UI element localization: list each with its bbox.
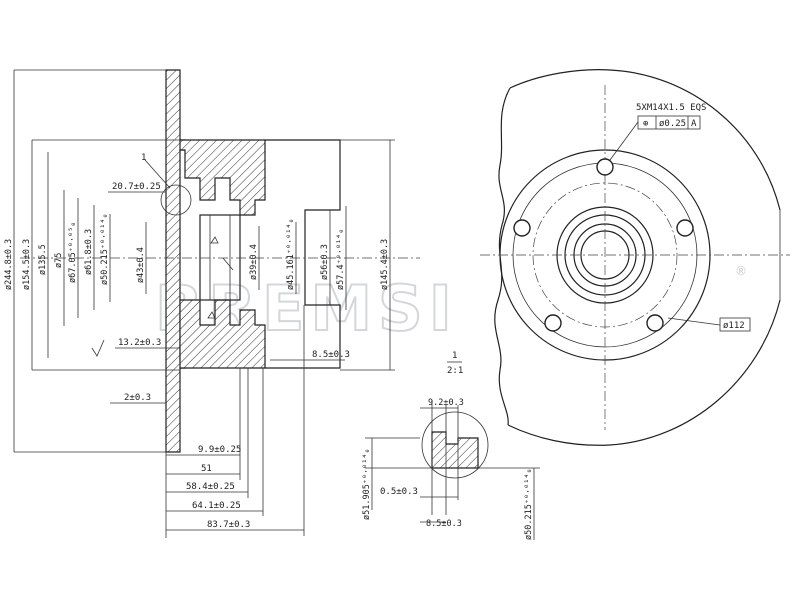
dim-d61-8: ø61.8±0.3: [84, 229, 94, 275]
dim-83-7: 83.7±0.3: [207, 520, 250, 530]
dim-51: 51: [201, 464, 212, 474]
dim-d50-215: ø50.215⁺⁰·⁰¹⁴₀: [100, 213, 110, 285]
dim-d145-4: ø145.4±0.3: [380, 239, 390, 290]
scale-numerator: 1: [452, 351, 457, 361]
dim-64-1: 64.1±0.25: [192, 501, 241, 511]
dim-d135-5: ø135.5: [38, 244, 48, 275]
dim-d67-05: ø67.05⁺⁰·⁰⁵₀: [68, 222, 78, 283]
bolt-hole-2: [676, 219, 694, 237]
dim-d56: ø56±0.3: [320, 244, 330, 280]
detail-dim-d50-215: ø50.215⁺⁰·⁰¹⁴₀: [524, 468, 534, 540]
bolt-hole-5: [513, 219, 531, 237]
dim-d43: ø43±0.4: [136, 247, 146, 283]
detail-view: 9.2±0.3 0.5±0.3 8.5±0.3 ø51.905⁺⁰·⁰¹⁴₀ ø…: [362, 398, 540, 540]
dim-58-4: 58.4±0.25: [186, 482, 235, 492]
bolt-hole-3: [646, 314, 664, 332]
scale-denominator: 2:1: [447, 366, 463, 376]
datum-label: A: [691, 119, 697, 129]
detail-dim-9-2: 9.2±0.3: [428, 398, 464, 408]
dim-d57-4: ø57.4⁺⁰·⁰¹⁴₀: [336, 229, 346, 290]
pcd-label: ø112: [723, 321, 745, 331]
break-line: [494, 87, 511, 426]
dim-13-2: 13.2±0.3: [118, 338, 161, 348]
bolt-hole-1: [596, 158, 614, 176]
dim-20-7: 20.7±0.25: [112, 182, 161, 192]
bolt-spec-text: 5XM14X1.5 EQS: [636, 103, 706, 113]
dim-d45-161: ø45.161⁺⁰·⁰¹⁴₀: [286, 218, 296, 290]
disc-friction-ring-section: [165, 69, 186, 453]
detail-dim-d51-905: ø51.905⁺⁰·⁰¹⁴₀: [362, 448, 372, 520]
detail-section: [431, 431, 479, 469]
detail-dim-8-5: 8.5±0.3: [426, 519, 462, 529]
hub-section-lower: [179, 299, 266, 369]
dim-d39: ø39±0.4: [249, 244, 259, 280]
hub-flange-outline: [265, 139, 341, 369]
dim-8-5: 8.5±0.3: [312, 350, 350, 360]
horizontal-dimension-lines: [108, 191, 345, 538]
dim-d244-8: ø244.8±0.3: [4, 239, 14, 290]
dim-d75: ø75: [54, 253, 64, 268]
dim-d154-5: ø154.5±0.3: [22, 239, 32, 290]
vertical-dimension-lines: [13, 69, 395, 453]
tolerance-value: ø0.25: [659, 119, 686, 129]
hub-section-upper: [179, 139, 266, 216]
hub-bore: [199, 214, 241, 301]
pcd-frame: [719, 317, 751, 332]
disc-outer-edge: [507, 69, 781, 446]
dim-9-9: 9.9±0.25: [198, 445, 241, 455]
bolt-hole-4: [544, 314, 562, 332]
section-view: 1 ø244.8±0.3: [4, 69, 420, 538]
front-view: 5XM14X1.5 EQS ⊕ ø0.25 A ø112: [480, 69, 790, 446]
callout-label-1: 1: [141, 153, 146, 163]
tolerance-symbol: ⊕: [643, 119, 648, 129]
detail-dim-0-5: 0.5±0.3: [380, 487, 418, 497]
scale-label: 1 2:1: [447, 351, 463, 376]
watermark-registered-mark: ®: [735, 264, 747, 278]
dim-2: 2±0.3: [124, 393, 151, 403]
detail-circle: [421, 411, 489, 479]
detail-callout-circle: [160, 184, 192, 216]
